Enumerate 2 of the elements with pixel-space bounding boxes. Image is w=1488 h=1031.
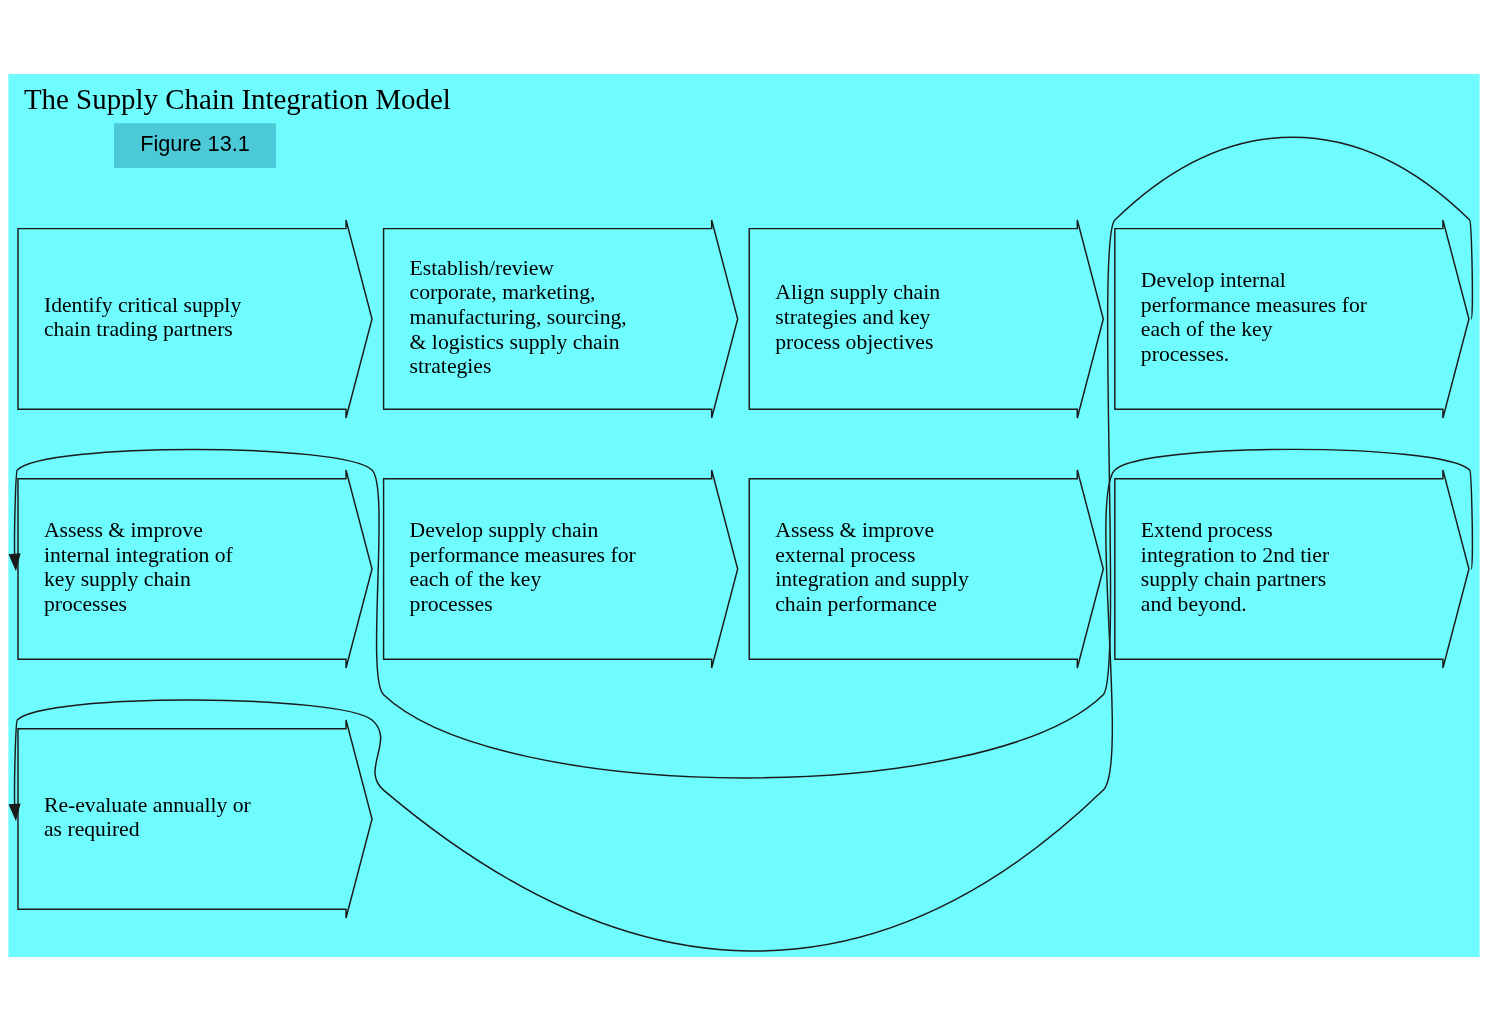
label: Figure 13.1 bbox=[140, 130, 250, 156]
diagram-title: The Supply Chain Integration Model bbox=[23, 82, 451, 115]
